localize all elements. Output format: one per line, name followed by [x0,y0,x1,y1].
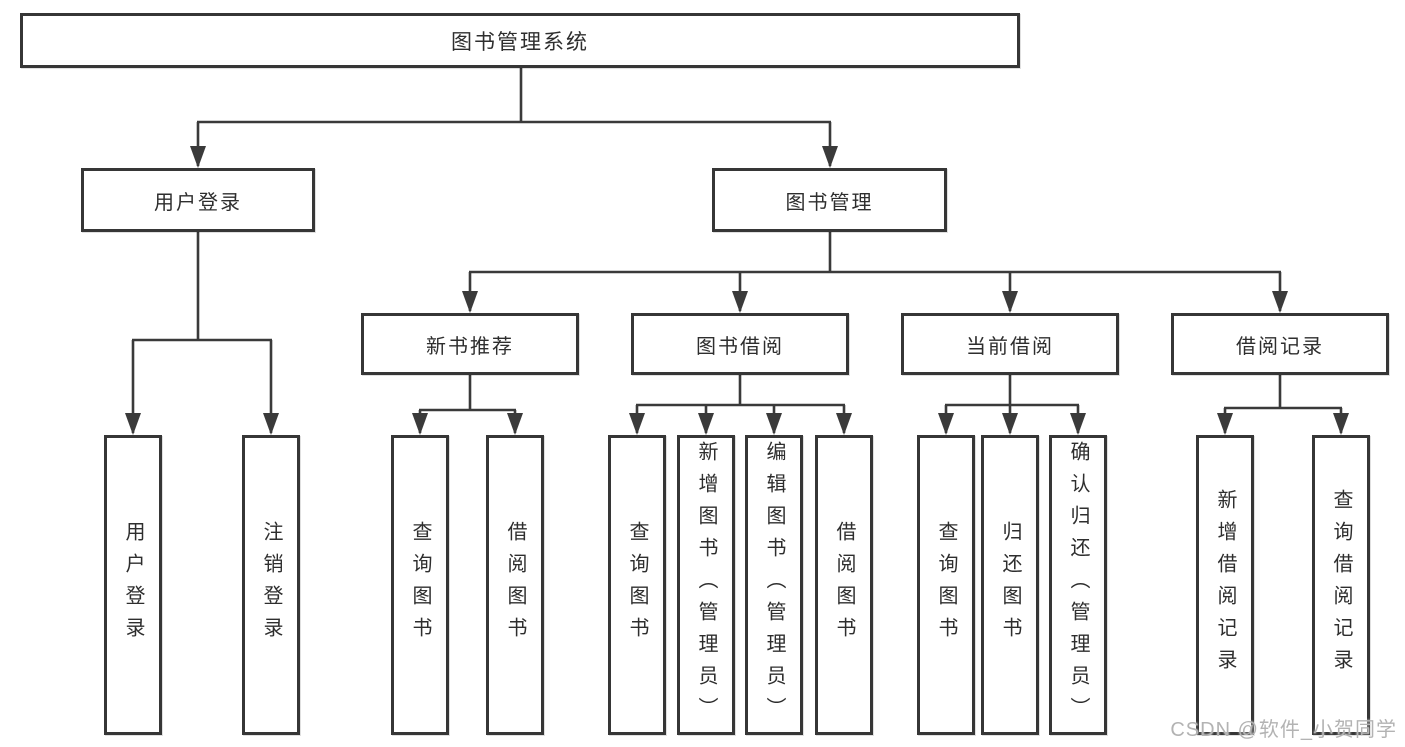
connector-newbook-split [419,375,516,412]
connector-currentborrow-split [945,375,1079,407]
node-label: 新增借阅记录 [1214,489,1236,681]
leaf-query-books-borrowing: 查询图书 [608,435,666,735]
node-book-borrowing: 图书借阅 [631,313,849,375]
leaf-user-login: 用户登录 [104,435,162,735]
node-label: 查询借阅记录 [1330,489,1352,681]
connector-bookborrow-split [636,375,845,407]
node-label: 查询图书 [935,521,957,649]
node-label: 注销登录 [260,521,282,649]
node-label: 用户登录 [154,191,242,214]
connector-userlogin-split [132,232,272,342]
node-label: 图书借阅 [696,335,784,358]
node-label: 图书管理系统 [451,30,589,54]
node-label: 确认归还（管理员） [1067,441,1089,729]
node-label: 图书管理 [785,191,874,214]
node-book-management: 图书管理 [712,168,947,232]
leaf-query-borrow-record: 查询借阅记录 [1312,435,1370,735]
connector-root-to-level2 [197,68,831,124]
leaf-query-books-newbook: 查询图书 [391,435,449,735]
node-label: 归还图书 [999,521,1021,649]
leaf-edit-books-admin: 编辑图书（管理员） [745,435,803,735]
node-label: 新增图书（管理员） [695,441,717,729]
leaf-logout: 注销登录 [242,435,300,735]
node-label: 借阅图书 [833,521,855,649]
leaf-borrow-books: 借阅图书 [815,435,873,735]
node-label: 借阅图书 [504,521,526,649]
leaf-borrow-books-newbook: 借阅图书 [486,435,544,735]
node-library-management-system: 图书管理系统 [20,13,1020,68]
leaf-confirm-return-admin: 确认归还（管理员） [1049,435,1107,735]
node-label: 借阅记录 [1236,335,1324,358]
node-label: 当前借阅 [966,335,1054,358]
node-label: 用户登录 [122,521,144,649]
node-new-book-recommendation: 新书推荐 [361,313,579,375]
leaf-add-books-admin: 新增图书（管理员） [677,435,735,735]
connector-bookmgmt-split [469,232,1281,274]
node-borrowing-records: 借阅记录 [1171,313,1389,375]
node-label: 新书推荐 [426,335,514,358]
leaf-return-books: 归还图书 [981,435,1039,735]
node-label: 查询图书 [409,521,431,649]
node-label: 查询图书 [626,521,648,649]
leaf-add-borrow-record: 新增借阅记录 [1196,435,1254,735]
node-user-login: 用户登录 [81,168,315,232]
node-label: 编辑图书（管理员） [763,441,785,729]
leaf-query-books-current: 查询图书 [917,435,975,735]
csdn-watermark: CSDN @软件_小贺同学 [1170,719,1397,741]
connector-borrowrecord-split [1224,375,1342,410]
node-current-borrowing: 当前借阅 [901,313,1119,375]
